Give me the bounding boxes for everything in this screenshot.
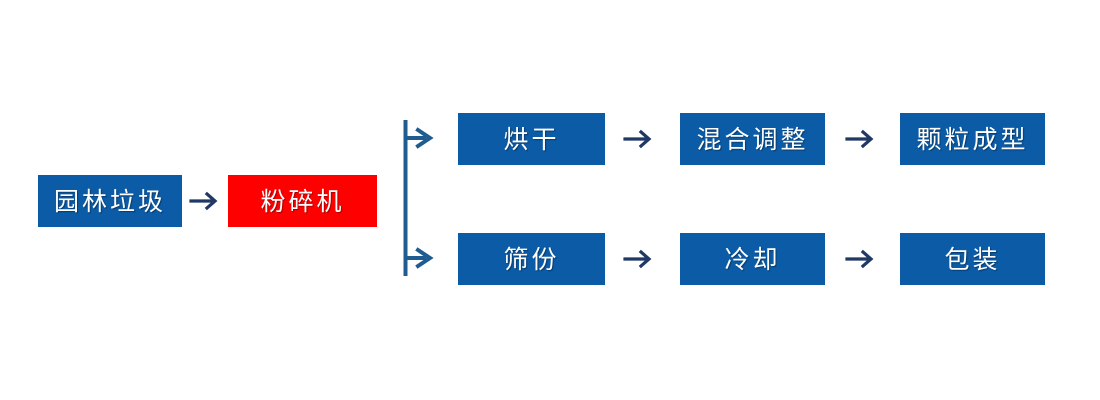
node-source-garden-waste[interactable]: 园林垃圾: [38, 175, 182, 227]
arrow-bottom-step-2-to-3: [845, 245, 878, 273]
arrow-top-step-2-to-3: [845, 125, 878, 153]
node-crusher-machine[interactable]: 粉碎机: [228, 175, 377, 227]
arrow-bottom-step-1-to-2: [623, 245, 656, 273]
arrow-top-step-1-to-2: [623, 125, 656, 153]
branch-split-connector-icon: [402, 118, 440, 278]
node-bottom-step-2-cooling[interactable]: 冷却: [680, 233, 825, 285]
node-top-step-3-granulation[interactable]: 颗粒成型: [900, 113, 1045, 165]
node-top-step-2-mixing-adjustment[interactable]: 混合调整: [680, 113, 825, 165]
node-bottom-step-3-packaging[interactable]: 包装: [900, 233, 1045, 285]
node-top-step-1-drying[interactable]: 烘干: [458, 113, 605, 165]
node-bottom-step-1-screening[interactable]: 筛份: [458, 233, 605, 285]
arrow-source-to-processor: [189, 186, 222, 216]
